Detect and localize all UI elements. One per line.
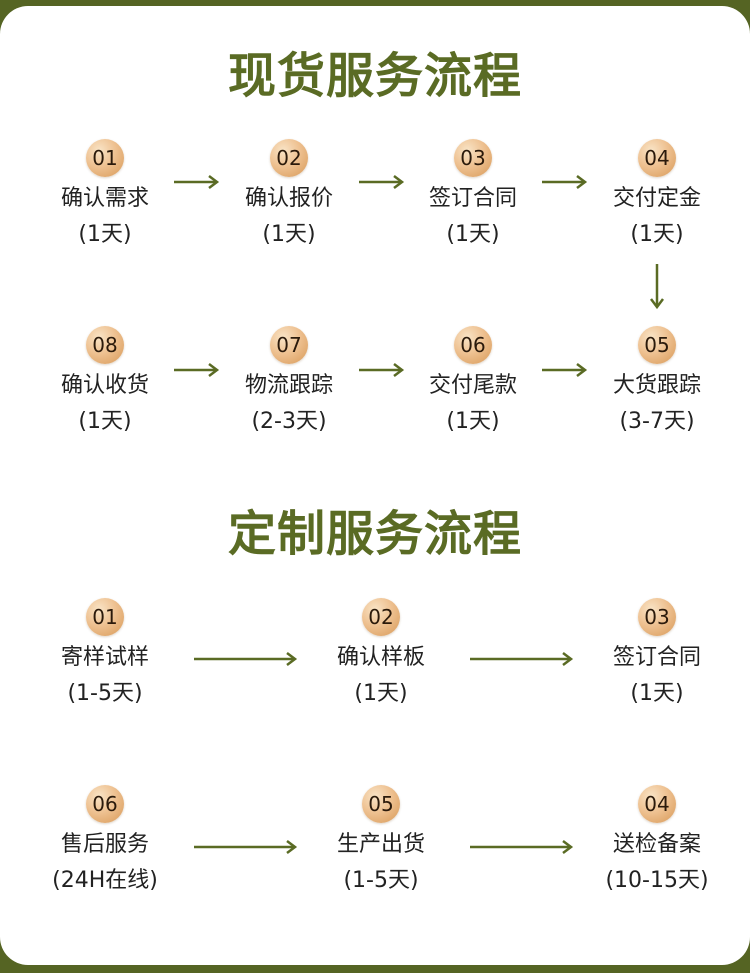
step-number-badge: 01 [86,598,124,636]
step-number-badge: 01 [86,139,124,177]
step-number-badge: 02 [270,139,308,177]
step-number-badge: 05 [638,326,676,364]
step-label: 确认收货 [60,373,149,398]
step-label: 签订合同 [612,645,701,670]
spot-step-04: 04 交付定金 (1天) [567,139,747,249]
custom-step-04: 04 送检备案 (10-15天) [567,785,747,895]
arrow-right-icon [194,652,298,666]
arrow-right-icon [359,363,405,377]
step-number-badge: 04 [638,139,676,177]
step-duration: (10-15天) [605,868,709,893]
arrow-right-icon [359,175,405,189]
step-duration: (1天) [446,222,500,247]
step-duration: (1天) [262,222,316,247]
spot-step-07: 07 物流跟踪 (2-3天) [199,326,379,436]
custom-step-03: 03 签订合同 (1天) [567,598,747,708]
step-label: 确认需求 [60,186,149,211]
step-label: 生产出货 [336,832,425,857]
step-number-badge: 06 [454,326,492,364]
step-label: 大货跟踪 [612,373,701,398]
arrow-down-icon [650,264,664,310]
arrow-right-icon [470,840,574,854]
step-number-badge: 07 [270,326,308,364]
spot-step-01: 01 确认需求 (1天) [15,139,195,249]
step-label: 售后服务 [60,832,149,857]
step-duration: (1天) [630,681,684,706]
custom-step-01: 01 寄样试样 (1-5天) [15,598,195,708]
arrow-right-icon [542,175,588,189]
custom-step-02: 02 确认样板 (1天) [291,598,471,708]
step-duration: (1天) [630,222,684,247]
step-duration: (1天) [78,222,132,247]
step-number-badge: 06 [86,785,124,823]
step-number-badge: 03 [454,139,492,177]
step-duration: (3-7天) [619,409,695,434]
step-number-badge: 05 [362,785,400,823]
arrow-right-icon [194,840,298,854]
step-number-badge: 02 [362,598,400,636]
step-label: 确认报价 [244,186,333,211]
step-number-badge: 04 [638,785,676,823]
step-duration: (1天) [354,681,408,706]
step-number-badge: 08 [86,326,124,364]
arrow-right-icon [542,363,588,377]
arrow-right-icon [174,175,220,189]
custom-step-05: 05 生产出货 (1-5天) [291,785,471,895]
spot-step-06: 06 交付尾款 (1天) [383,326,563,436]
spot-step-05: 05 大货跟踪 (3-7天) [567,326,747,436]
step-number-badge: 03 [638,598,676,636]
spot-step-02: 02 确认报价 (1天) [199,139,379,249]
arrow-right-icon [470,652,574,666]
step-label: 签订合同 [428,186,517,211]
step-duration: (1天) [446,409,500,434]
step-label: 物流跟踪 [244,373,333,398]
step-label: 交付尾款 [428,373,517,398]
spot-section-title: 现货服务流程 [227,48,522,104]
step-duration: (1-5天) [343,868,419,893]
step-duration: (2-3天) [251,409,327,434]
arrow-right-icon [174,363,220,377]
step-duration: (1天) [78,409,132,434]
spot-step-03: 03 签订合同 (1天) [383,139,563,249]
spot-step-08: 08 确认收货 (1天) [15,326,195,436]
step-label: 送检备案 [612,832,701,857]
step-label: 交付定金 [612,186,701,211]
custom-step-06: 06 售后服务 (24H在线) [15,785,195,895]
step-label: 确认样板 [336,645,425,670]
step-duration: (1-5天) [67,681,143,706]
custom-section-title: 定制服务流程 [227,506,522,562]
step-label: 寄样试样 [60,645,149,670]
step-duration: (24H在线) [52,868,158,893]
